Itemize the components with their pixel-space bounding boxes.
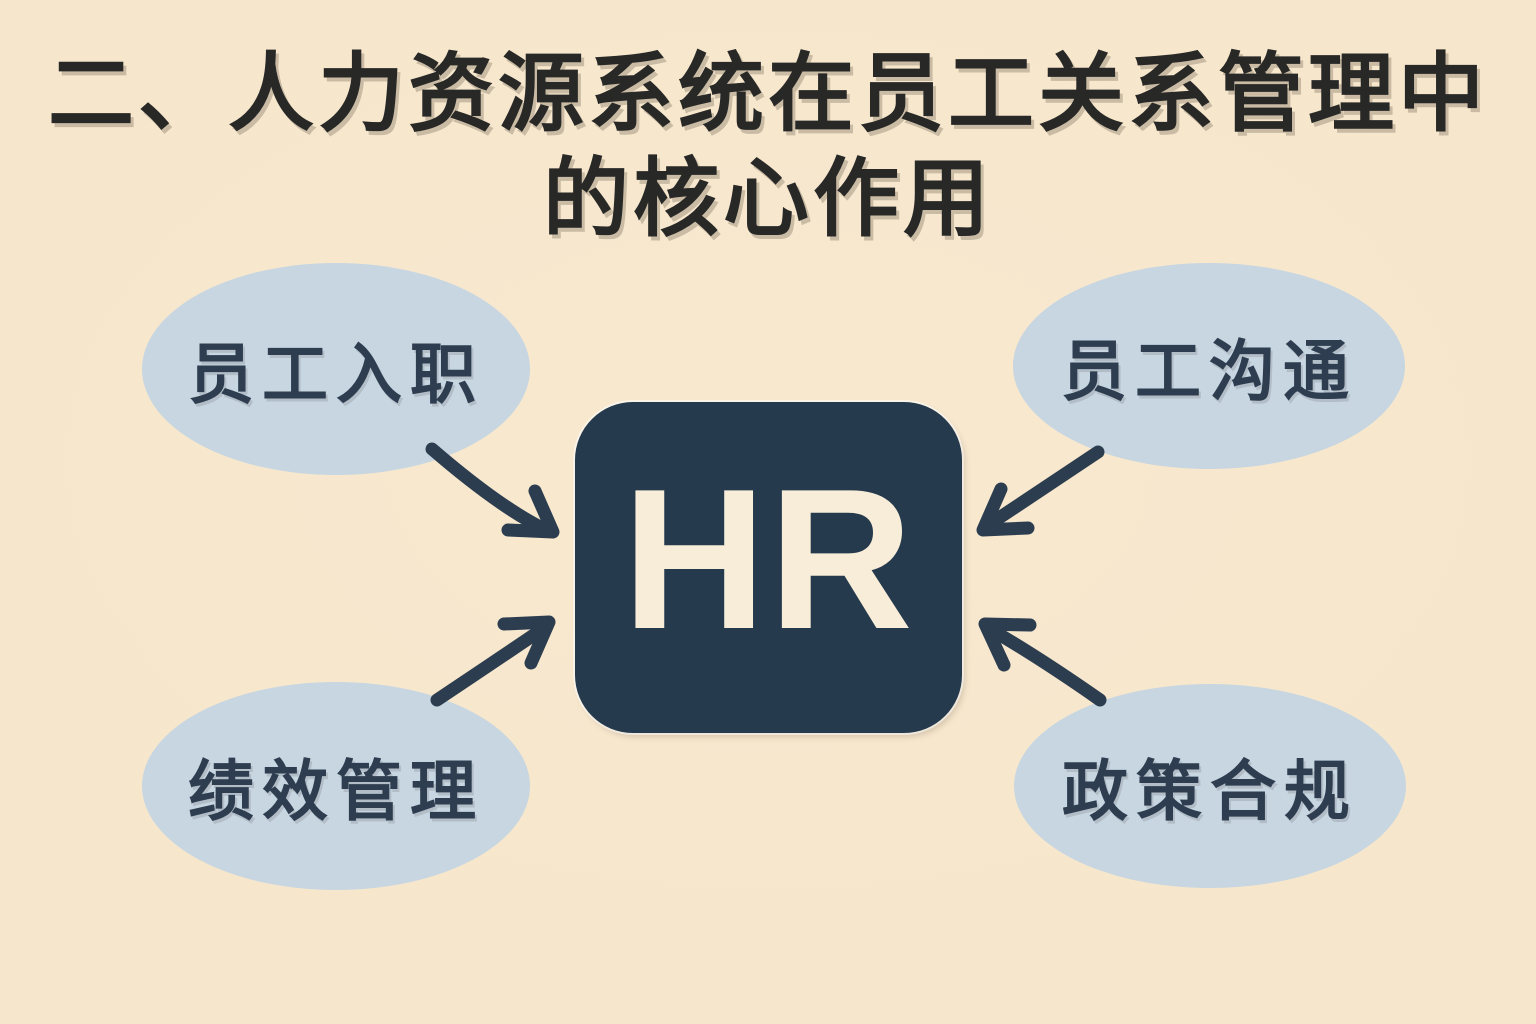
page-title-line1: 二、人力资源系统在员工关系管理中 bbox=[48, 46, 1488, 142]
arrow-performance-to-hr-icon bbox=[430, 615, 556, 707]
arrow-compliance-to-hr-icon bbox=[978, 617, 1107, 707]
node-label-compliance: 政策合规 bbox=[1062, 754, 1358, 828]
node-label-communication: 员工沟通 bbox=[1061, 334, 1357, 408]
page-title-line2: 的核心作用 bbox=[543, 150, 993, 247]
node-policy-compliance: 政策合规 bbox=[1014, 684, 1406, 888]
hr-center-box: HR bbox=[575, 402, 962, 733]
node-label-performance: 绩效管理 bbox=[188, 754, 484, 828]
arrow-onboarding-to-hr-icon bbox=[425, 442, 560, 539]
node-employee-onboarding: 员工入职 bbox=[142, 263, 530, 475]
node-label-onboarding: 员工入职 bbox=[188, 337, 484, 411]
hr-label: HR bbox=[622, 447, 915, 671]
page-title: 二、人力资源系统在员工关系管理中 的核心作用 bbox=[0, 42, 1536, 252]
node-employee-communication: 员工沟通 bbox=[1013, 263, 1405, 469]
node-performance-management: 绩效管理 bbox=[142, 682, 530, 890]
arrow-communication-to-hr-icon bbox=[976, 445, 1105, 537]
